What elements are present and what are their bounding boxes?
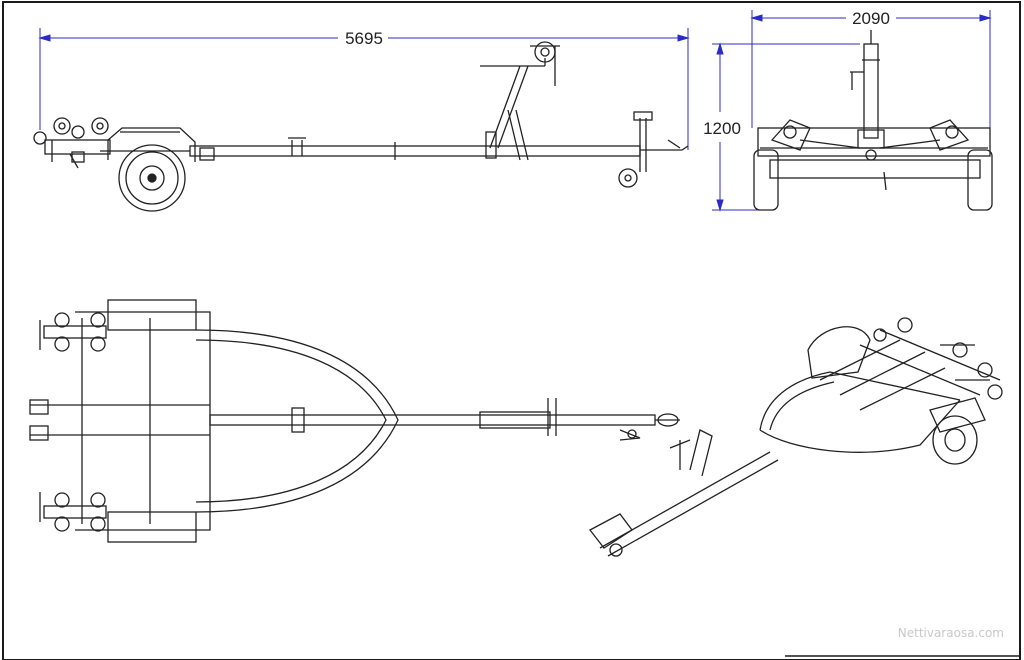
top-left-fender [107, 299, 197, 331]
length-dimension [38, 28, 690, 150]
width-dimension [750, 10, 992, 128]
top-right-fender [107, 511, 197, 543]
height-dimension-label: 1200 [703, 119, 741, 138]
jockey-wheel [618, 168, 638, 188]
front-view: 2090 1200 [703, 9, 993, 212]
side-view: 5695 [33, 28, 690, 212]
front-right-wheel [967, 149, 993, 211]
side-wheel [118, 144, 186, 212]
isometric-view [589, 317, 1003, 557]
top-view [29, 299, 680, 543]
height-dimension [712, 42, 860, 212]
watermark-text: Nettivaraosa.com [898, 626, 1004, 640]
width-dimension-label: 2090 [852, 9, 890, 28]
iso-left-fender [807, 326, 871, 379]
iso-right-wheel [932, 415, 978, 465]
length-dimension-label: 5695 [345, 29, 383, 48]
front-left-wheel [753, 149, 779, 211]
